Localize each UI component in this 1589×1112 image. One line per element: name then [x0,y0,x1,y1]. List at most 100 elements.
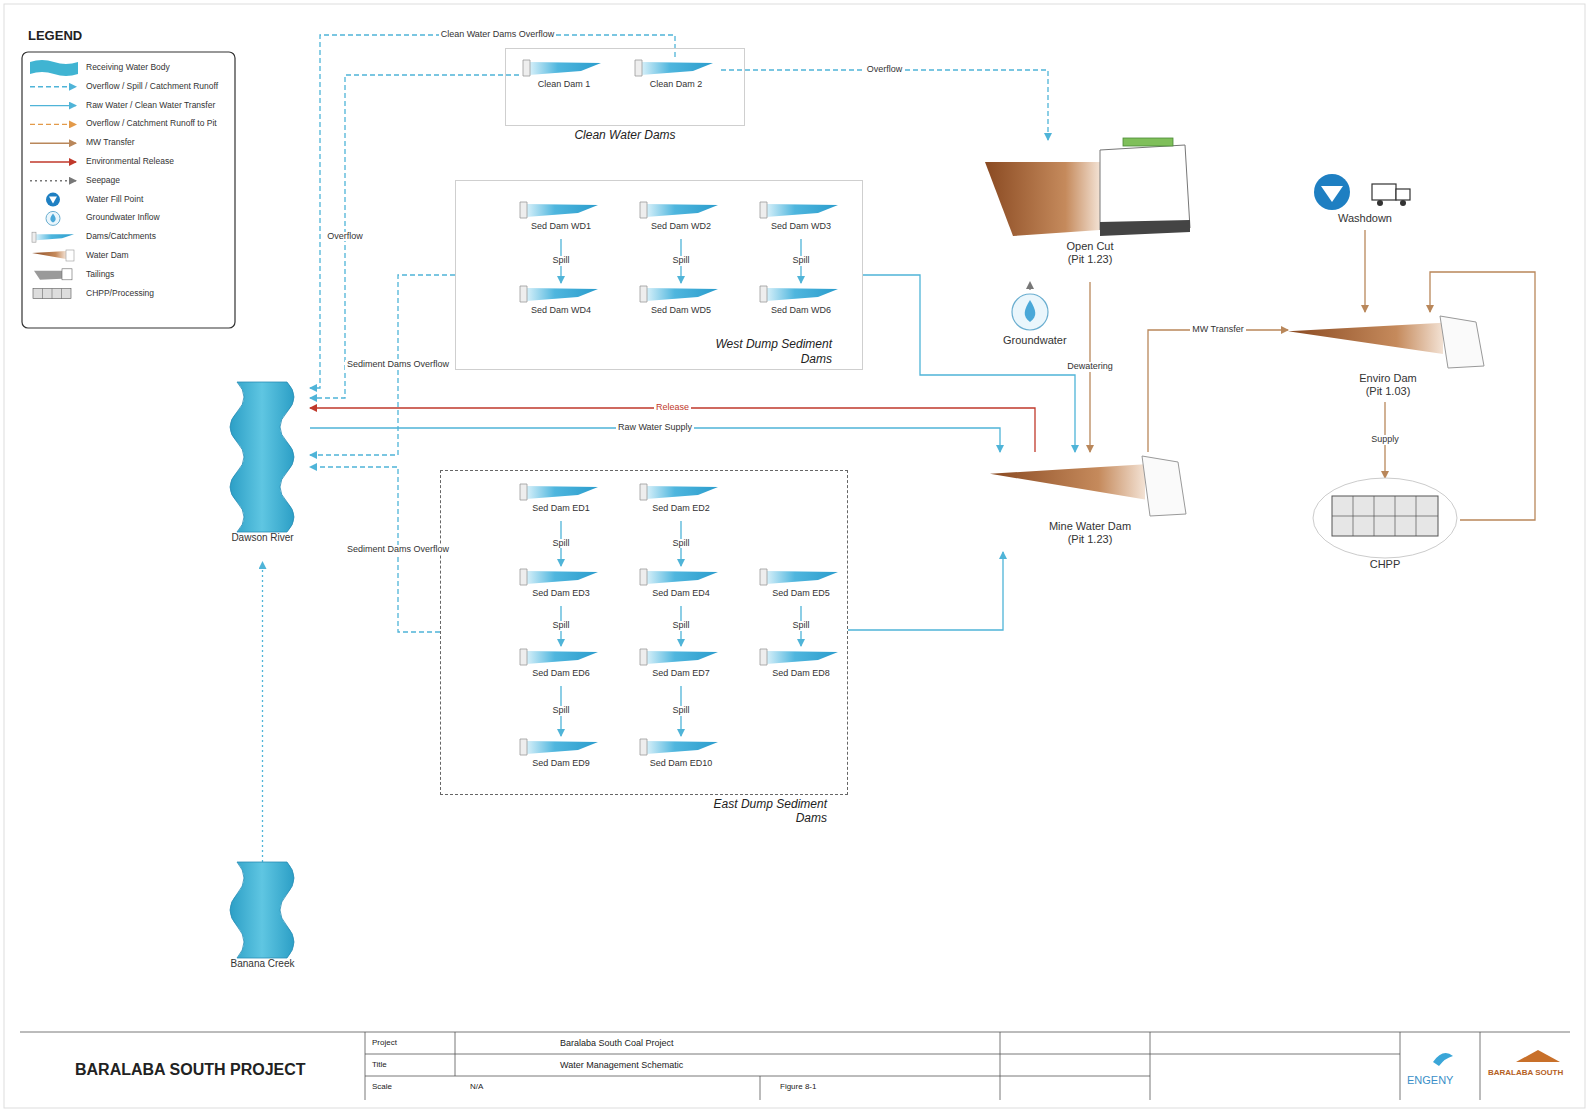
node-label: Washdown [1310,212,1420,225]
legend-swatch [30,60,78,76]
legend-text: Tailings [86,269,114,279]
dam-illustration [519,57,609,79]
node-label: (Pit 1.03) [1288,385,1488,398]
legend-text: CHPP/Processing [86,288,154,298]
gw-illustration [1003,290,1057,334]
flow-connector [721,70,1048,140]
flow-connector [310,408,1035,452]
legend-text: Seepage [86,175,120,185]
node-label: Sed Dam ED4 [636,588,726,599]
connector-label: Spill [550,539,571,549]
legend-icon [34,269,72,280]
legend-icon [32,250,74,261]
creek-node: Banana Creek [215,862,310,980]
flow-connector [262,562,263,862]
node-label: Sed Dam ED10 [636,758,726,769]
connector-label: Overflow [865,65,905,75]
connector-label: Spill [670,621,691,631]
logo-marks [1433,1050,1560,1066]
dam-node: Sed Dam ED6 [516,646,606,686]
creek-illustration [215,862,310,958]
flow-connector [560,686,561,736]
legend-text: Receiving Water Body [86,62,170,72]
legend-line-sample [30,105,76,106]
dam-illustration [756,199,846,221]
group-title: Groundwater [1003,334,1057,347]
connector-label: Raw Water Supply [616,423,694,433]
table-cell: Baralaba South Coal Project [560,1038,674,1049]
legend-text: Groundwater Inflow [86,212,160,222]
dam-illustration [756,283,846,305]
connector-label: Overflow [325,232,365,242]
flow-connector [310,428,1000,452]
connector-label: Spill [790,256,811,266]
legend-box [22,52,235,328]
river-node: Dawson River [215,382,310,562]
dam-illustration [516,199,606,221]
dam-node: Sed Dam ED9 [516,736,606,776]
dam-node: Sed Dam ED10 [636,736,726,776]
dam-illustration [636,566,726,588]
group-title: East Dump Sediment Dams [697,797,827,826]
legend-line-sample [30,180,76,181]
legend-text: Water Dam [86,250,129,260]
legend-icon [32,232,74,242]
mwd-node: Mine Water Dam(Pit 1.23) [990,452,1190,552]
legend-title: LEGEND [28,28,82,44]
node-label: Sed Dam WD4 [516,305,606,316]
dam-node: Sed Dam ED1 [516,481,606,521]
dam-illustration [636,736,726,758]
table-cell: Scale [372,1082,392,1092]
dam-illustration [756,566,846,588]
node-label: Clean Dam 2 [631,79,721,90]
flow-connector [680,239,681,283]
group-title: Clean Water Dams [506,128,744,142]
flow-connector [800,239,801,283]
dam-node: Sed Dam WD5 [636,283,726,323]
wash-illustration [1310,172,1420,212]
flow-connector [560,239,561,283]
group-box: Groundwater [1003,290,1057,352]
node-label: Clean Dam 1 [519,79,609,90]
legend-icon [46,193,60,207]
flow-connector [310,75,519,398]
connector-label: Release [654,403,691,413]
legend-line-sample [30,161,76,162]
group-box: West Dump Sediment DamsSed Dam WD1Sed Da… [455,180,863,370]
legend-line-sample [30,124,76,125]
dam-node: Sed Dam WD1 [516,199,606,239]
node-label: Sed Dam WD2 [636,221,726,232]
node-label: Enviro Dam [1288,372,1488,385]
legend-text: Overflow / Catchment Runoff to Pit [86,118,217,128]
node-label: (Pit 1.23) [990,533,1190,546]
chpp-node: CHPP [1310,478,1460,583]
node-label: Sed Dam ED8 [756,668,846,679]
flow-connector [1384,402,1385,478]
node-label: Sed Dam ED7 [636,668,726,679]
table-cell: N/A [470,1082,483,1092]
dam-illustration [516,481,606,503]
node-label: Sed Dam WD3 [756,221,846,232]
legend-text: Water Fill Point [86,194,143,204]
node-label: CHPP [1310,558,1460,571]
node-label: Sed Dam WD5 [636,305,726,316]
table-cell: Project [372,1038,397,1048]
flow-connector [1430,272,1535,520]
project-title: BARALABA SOUTH PROJECT [75,1060,306,1079]
dam-node: Sed Dam WD6 [756,283,846,323]
connector-label: Spill [670,539,691,549]
client-logo: BARALABA SOUTH [1488,1068,1563,1078]
wash-node: Washdown [1310,172,1420,230]
node-label: Sed Dam ED3 [516,588,606,599]
legend-text: Environmental Release [86,156,174,166]
node-label: Dawson River [215,532,310,544]
legend-text: Dams/Catchments [86,231,156,241]
legend-text: Raw Water / Clean Water Transfer [86,100,215,110]
dam-node: Sed Dam WD4 [516,283,606,323]
env-illustration [1288,312,1488,372]
connector-label: Spill [550,621,571,631]
flow-connector [560,521,561,566]
